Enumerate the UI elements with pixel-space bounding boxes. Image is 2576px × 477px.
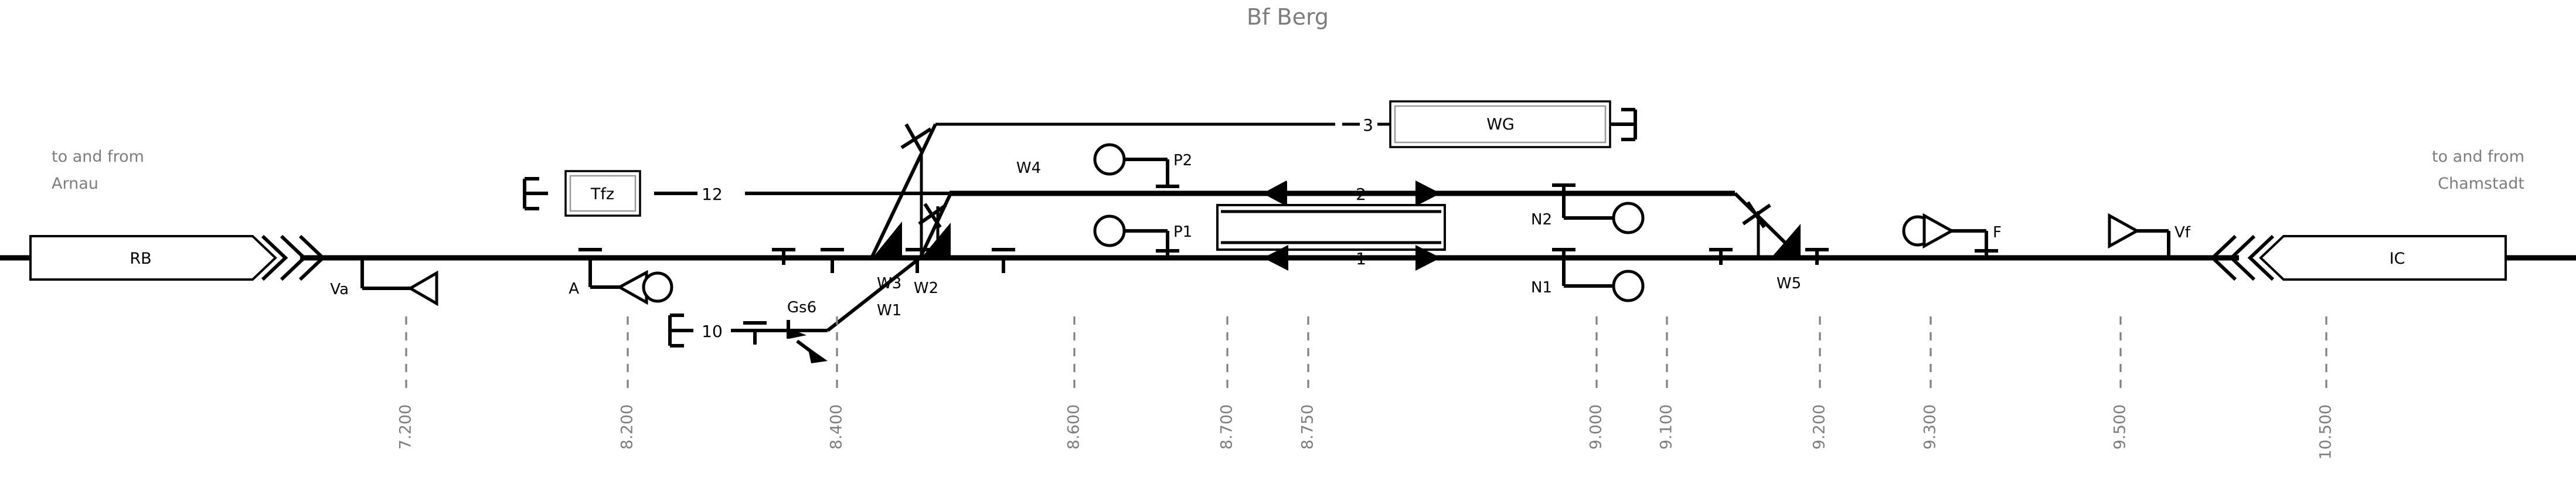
destination-right-line1: to and from bbox=[2432, 148, 2524, 166]
signal-n2[interactable] bbox=[1562, 193, 1645, 234]
point-blade-w1 bbox=[918, 203, 947, 229]
signal-p1[interactable] bbox=[1093, 214, 1179, 257]
km-marker-label: 8.600 bbox=[1065, 404, 1083, 449]
switch-w1-label: W1 bbox=[877, 302, 901, 319]
switch-w3-label: W3 bbox=[877, 275, 901, 292]
tfz-box[interactable]: Tfz bbox=[564, 170, 641, 217]
signal-a-label: A bbox=[569, 280, 579, 298]
km-marker-label: 10.500 bbox=[2317, 404, 2335, 459]
track-2-label: 2 bbox=[1356, 185, 1366, 204]
track-10-label: 10 bbox=[702, 322, 723, 341]
km-marker-label: 7.200 bbox=[397, 404, 415, 449]
signal-p2[interactable] bbox=[1093, 143, 1179, 188]
km-marker-label: 9.500 bbox=[2111, 404, 2129, 449]
km-marker-label: 9.000 bbox=[1587, 404, 1605, 449]
signal-n1-label: N1 bbox=[1531, 279, 1552, 297]
tfz-label: Tfz bbox=[590, 185, 614, 203]
signal-f-label: F bbox=[1993, 224, 2002, 241]
signal-n1[interactable] bbox=[1562, 258, 1645, 302]
point-blade-w5 bbox=[1742, 201, 1771, 229]
track-12-label: 12 bbox=[702, 185, 723, 204]
wg-box[interactable]: WG bbox=[1389, 100, 1611, 148]
clearance-marker-track10 bbox=[743, 321, 767, 345]
km-marker-label: 8.750 bbox=[1299, 404, 1317, 449]
switch-w2-label: W2 bbox=[914, 280, 938, 297]
clearance-marker-a bbox=[579, 248, 602, 265]
platform bbox=[1216, 204, 1446, 251]
destination-left-line2: Arnau bbox=[52, 175, 98, 193]
train-rb-label: RB bbox=[130, 250, 151, 268]
train-ic[interactable]: IC bbox=[2210, 234, 2507, 281]
clearance-marker-w5-right bbox=[1805, 248, 1829, 265]
clearance-marker-mid bbox=[772, 248, 795, 265]
track-1-label: 1 bbox=[1356, 249, 1366, 268]
km-marker-label: 8.400 bbox=[828, 404, 846, 449]
signal-n2-label: N2 bbox=[1531, 211, 1552, 229]
switch-w5-label: W5 bbox=[1777, 275, 1801, 292]
switch-w5[interactable] bbox=[1733, 192, 1802, 260]
track-3-label: 3 bbox=[1363, 115, 1373, 135]
km-marker-label: 8.700 bbox=[1218, 404, 1236, 449]
km-marker-label: 9.100 bbox=[1658, 404, 1676, 449]
track-10-stub bbox=[668, 314, 828, 347]
clearance-marker-w3-left bbox=[821, 248, 844, 273]
switch-w4-label: W4 bbox=[1016, 159, 1041, 177]
signal-vf-label: Vf bbox=[2175, 224, 2191, 241]
km-marker-label: 8.200 bbox=[618, 404, 637, 449]
clearance-marker-n1 bbox=[1552, 248, 1575, 265]
signal-va-label: Va bbox=[330, 281, 349, 298]
switch-w1[interactable] bbox=[918, 192, 952, 259]
signal-a[interactable] bbox=[588, 258, 673, 305]
direction-arrows-track-2 bbox=[1263, 180, 1441, 206]
point-blade-w3 bbox=[900, 123, 932, 152]
signal-vf[interactable] bbox=[2108, 213, 2170, 258]
clearance-marker-n2 bbox=[1552, 183, 1575, 200]
train-ic-label: IC bbox=[2390, 250, 2405, 268]
buffer-stop-wg bbox=[1610, 108, 1637, 141]
train-rb[interactable]: RB bbox=[29, 234, 326, 281]
page-title: Bf Berg bbox=[1247, 4, 1329, 30]
switch-w3[interactable] bbox=[870, 123, 937, 259]
direction-arrows-track-1 bbox=[1263, 245, 1441, 271]
km-marker-label: 9.300 bbox=[1921, 404, 1939, 449]
km-marker-group: 7.200 8.200 8.400 8.600 8.700 8.750 9.000 9.100… bbox=[397, 316, 2335, 459]
track-10-connector bbox=[826, 256, 921, 332]
derailer-gs6[interactable] bbox=[787, 320, 828, 363]
destination-right-line2: Chamstadt bbox=[2438, 175, 2524, 193]
clearance-marker-w5-left bbox=[1709, 248, 1733, 265]
signal-f[interactable] bbox=[1902, 213, 1998, 258]
switch-gs6-label: Gs6 bbox=[787, 299, 816, 316]
wg-label: WG bbox=[1486, 115, 1515, 134]
signal-p1-label: P1 bbox=[1173, 223, 1192, 241]
destination-left-line1: to and from bbox=[52, 148, 144, 166]
km-marker-label: 9.200 bbox=[1811, 404, 1829, 449]
signal-va[interactable] bbox=[360, 258, 438, 306]
signal-p2-label: P2 bbox=[1173, 152, 1192, 169]
clearance-marker-w2-right bbox=[992, 248, 1015, 273]
